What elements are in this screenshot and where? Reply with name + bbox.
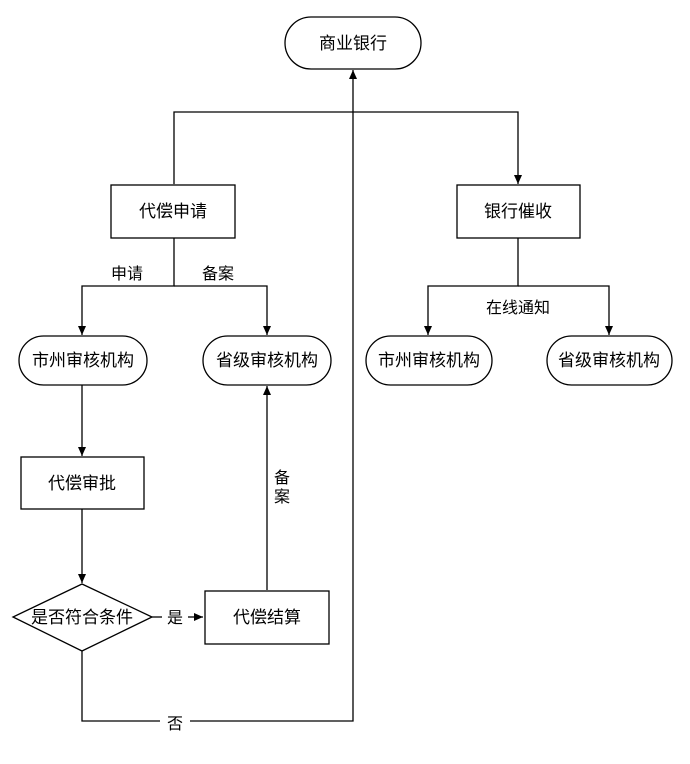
edge-label-no: 否 xyxy=(167,714,183,733)
edge-decision-no-return xyxy=(190,70,357,722)
edge-apply-split xyxy=(78,238,175,335)
node-condition-check: 是否符合条件 xyxy=(11,583,154,652)
node-compensation-apply: 代偿申请 xyxy=(110,184,236,239)
edge-label-filing-top: 备案 xyxy=(202,264,234,283)
node-bank: 商业银行 xyxy=(284,16,422,70)
edge-label-yes: 是 xyxy=(167,608,183,627)
node-city-review-left: 市州审核机构 xyxy=(18,335,148,386)
node-province-review-right: 省级审核机构 xyxy=(546,335,673,386)
node-province-review-right-label: 省级审核机构 xyxy=(558,351,660,371)
node-bank-label: 商业银行 xyxy=(319,34,387,54)
node-bank-collection-label: 银行催收 xyxy=(484,202,552,222)
node-province-review-left-label: 省级审核机构 xyxy=(216,351,318,371)
node-province-review-left: 省级审核机构 xyxy=(202,335,332,386)
node-city-review-left-label: 市州审核机构 xyxy=(32,351,134,371)
edge-label-apply: 申请 xyxy=(111,264,143,283)
edge-bank-to-collection xyxy=(353,111,522,184)
node-city-review-right: 市州审核机构 xyxy=(365,335,493,386)
node-compensation-settlement-label: 代偿结算 xyxy=(233,608,301,628)
edge-apply-to-province xyxy=(174,285,271,335)
edge-label-filing-vertical-2: 案 xyxy=(274,487,290,506)
edge-collection-to-province xyxy=(518,285,613,335)
node-bank-collection: 银行催收 xyxy=(456,184,581,239)
node-city-review-right-label: 市州审核机构 xyxy=(378,351,480,371)
node-compensation-apply-label: 代偿申请 xyxy=(139,202,207,222)
edge-decision-no xyxy=(81,651,160,722)
node-compensation-approval-label: 代偿审批 xyxy=(48,474,116,494)
edge-bank-to-apply xyxy=(170,111,353,193)
edge-label-filing-vertical-1: 备 xyxy=(274,468,290,487)
edge-label-online-notice: 在线通知 xyxy=(486,298,550,317)
node-compensation-approval: 代偿审批 xyxy=(20,456,145,510)
edge-collection-split xyxy=(424,238,519,335)
node-condition-check-label: 是否符合条件 xyxy=(31,608,133,628)
node-compensation-settlement: 代偿结算 xyxy=(204,590,330,645)
